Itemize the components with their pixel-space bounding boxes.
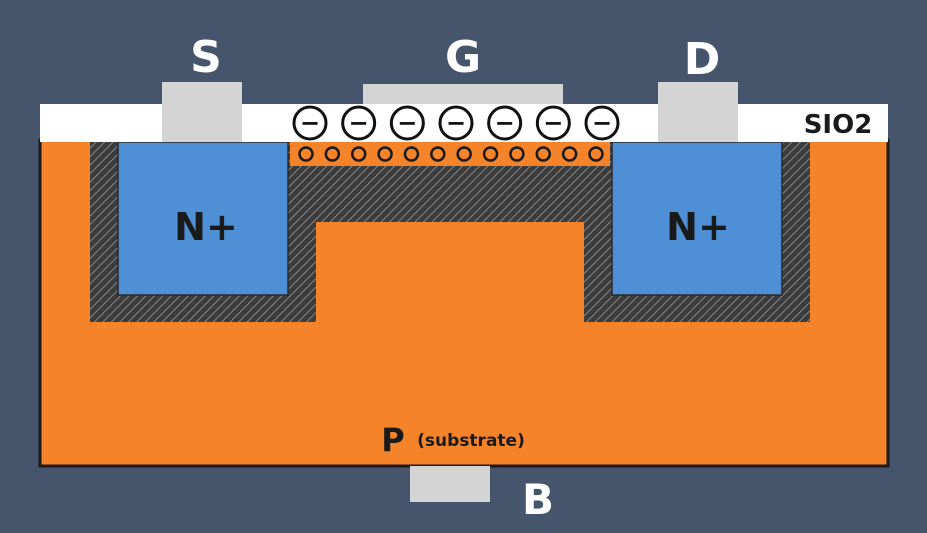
- svg-text:−: −: [495, 109, 515, 137]
- channel-carrier: [482, 146, 499, 162]
- channel-carrier: [509, 146, 525, 162]
- channel-carrier: [403, 146, 420, 162]
- electron-symbol: −: [438, 105, 474, 141]
- substrate-note-label: (substrate): [417, 431, 525, 451]
- oxide-label: SIO2: [804, 110, 873, 140]
- source-doping-label: N+: [174, 205, 238, 249]
- channel-carrier: [561, 146, 578, 162]
- substrate-under-channel: [318, 222, 582, 324]
- channel-carrier: [350, 146, 367, 162]
- n-plus-source-region: [117, 141, 289, 296]
- substrate-type-label: P: [381, 421, 404, 459]
- channel-carrier: [588, 146, 604, 162]
- gate-electrons: −−−−−−−: [292, 105, 620, 141]
- electron-symbol: −: [535, 105, 571, 141]
- svg-text:−: −: [300, 109, 320, 137]
- body-terminal-label: B: [522, 475, 554, 524]
- svg-text:−: −: [446, 109, 466, 137]
- svg-text:−: −: [349, 109, 369, 137]
- channel-carrier: [430, 146, 446, 162]
- channel-carriers: [298, 146, 604, 162]
- electron-symbol: −: [341, 105, 377, 141]
- drain-contact: [658, 82, 738, 142]
- source-terminal-label: S: [190, 32, 222, 83]
- channel-carrier: [535, 146, 552, 162]
- source-contact: [162, 82, 242, 142]
- svg-text:−: −: [543, 109, 563, 137]
- gate-terminal-label: G: [445, 32, 481, 83]
- body-contact: [410, 466, 490, 502]
- electron-symbol: −: [389, 105, 425, 141]
- svg-text:−: −: [592, 109, 612, 137]
- svg-text:−: −: [397, 109, 417, 137]
- channel-carrier: [324, 146, 341, 162]
- channel-carrier: [298, 146, 314, 162]
- drain-terminal-label: D: [684, 34, 721, 85]
- drain-doping-label: N+: [666, 205, 730, 249]
- channel-carrier: [456, 146, 472, 162]
- electron-symbol: −: [584, 105, 620, 141]
- gate-contact: [363, 84, 563, 104]
- inversion-channel: [290, 142, 610, 166]
- channel-carrier: [377, 146, 393, 162]
- electron-symbol: −: [292, 105, 328, 141]
- electron-symbol: −: [487, 105, 523, 141]
